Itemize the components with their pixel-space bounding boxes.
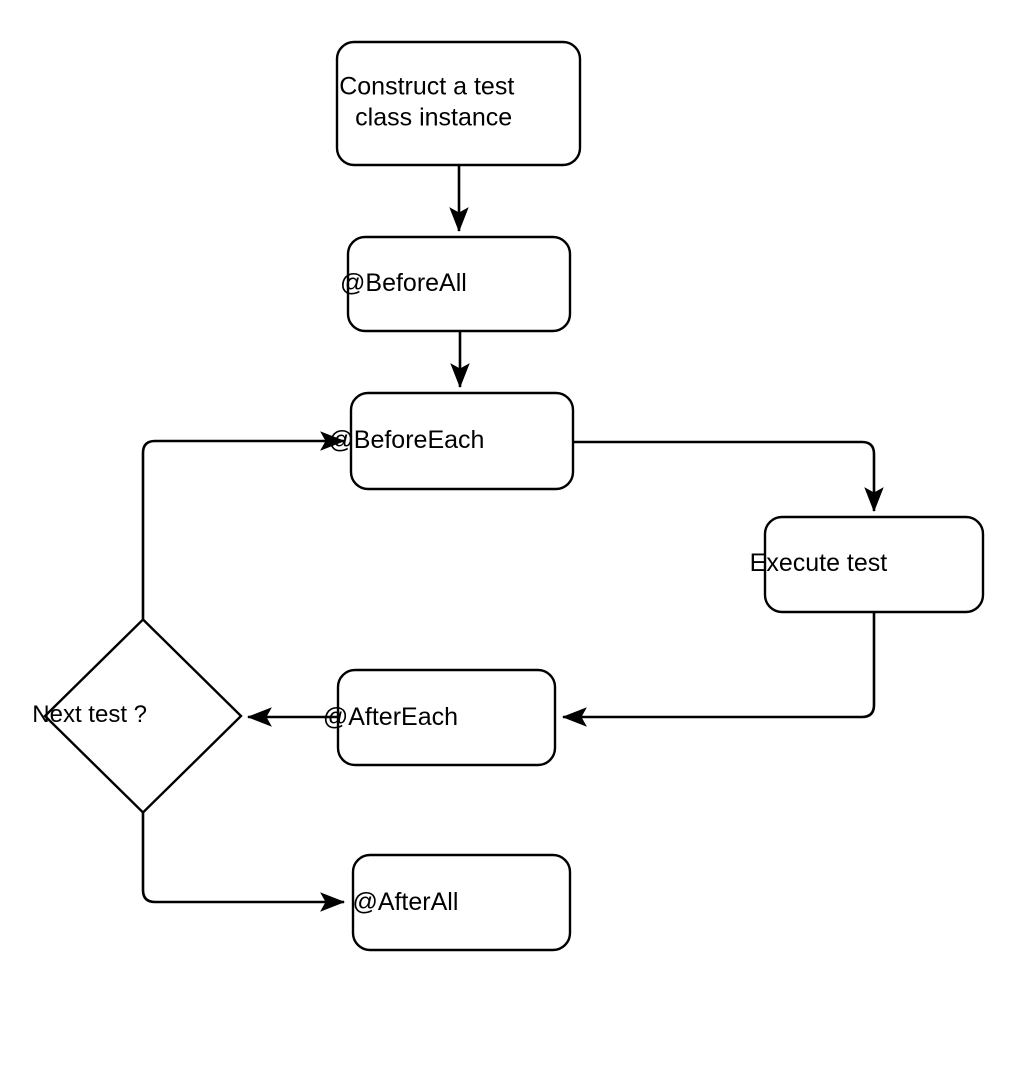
node-before-each[interactable]: @BeforeEach bbox=[328, 391, 595, 491]
node-construct[interactable]: Construct a test class instance bbox=[335, 40, 582, 167]
execute-test-box[interactable] bbox=[763, 515, 985, 614]
after-all-label: @AfterAll bbox=[352, 888, 569, 916]
construct-label-line-1: Construct a test bbox=[339, 72, 514, 100]
edge-next-test-to-after-all bbox=[141, 812, 346, 912]
before-each-label: @BeforeEach bbox=[328, 426, 595, 454]
before-each-label-line-1: @BeforeEach bbox=[328, 426, 484, 454]
construct-label-line-2: class instance bbox=[355, 103, 512, 131]
node-next-test[interactable]: Next test ? bbox=[32, 617, 253, 815]
execute-test-label-line-1: Execute test bbox=[750, 549, 888, 577]
next-test-diamond[interactable] bbox=[43, 617, 243, 815]
construct-box[interactable] bbox=[335, 40, 582, 167]
next-test-label: Next test ? bbox=[32, 701, 253, 728]
node-after-each[interactable]: @AfterEach bbox=[323, 668, 569, 767]
node-after-all[interactable]: @AfterAll bbox=[351, 853, 572, 952]
after-all-label-line-1: @AfterAll bbox=[352, 888, 458, 916]
edge-before-each-to-execute-test bbox=[573, 440, 884, 513]
construct-label: Construct a test class instance bbox=[339, 72, 577, 131]
edge-next-test-to-before-each bbox=[141, 431, 346, 619]
edge-layer bbox=[141, 165, 884, 912]
before-all-label: @BeforeAll bbox=[340, 269, 578, 297]
node-before-all[interactable]: @BeforeAll bbox=[340, 235, 578, 333]
before-all-box[interactable] bbox=[346, 235, 572, 333]
after-each-label: @AfterEach bbox=[323, 703, 569, 731]
before-all-label-line-1: @BeforeAll bbox=[340, 269, 467, 297]
execute-test-label: Execute test bbox=[750, 549, 999, 577]
after-all-box[interactable] bbox=[351, 853, 572, 952]
edge-execute-test-to-after-each bbox=[561, 612, 876, 727]
before-each-box[interactable] bbox=[349, 391, 575, 491]
after-each-box[interactable] bbox=[336, 668, 557, 767]
node-execute-test[interactable]: Execute test bbox=[750, 515, 999, 614]
after-each-label-line-1: @AfterEach bbox=[323, 703, 458, 731]
next-test-label-line-1: Next test ? bbox=[32, 701, 147, 728]
